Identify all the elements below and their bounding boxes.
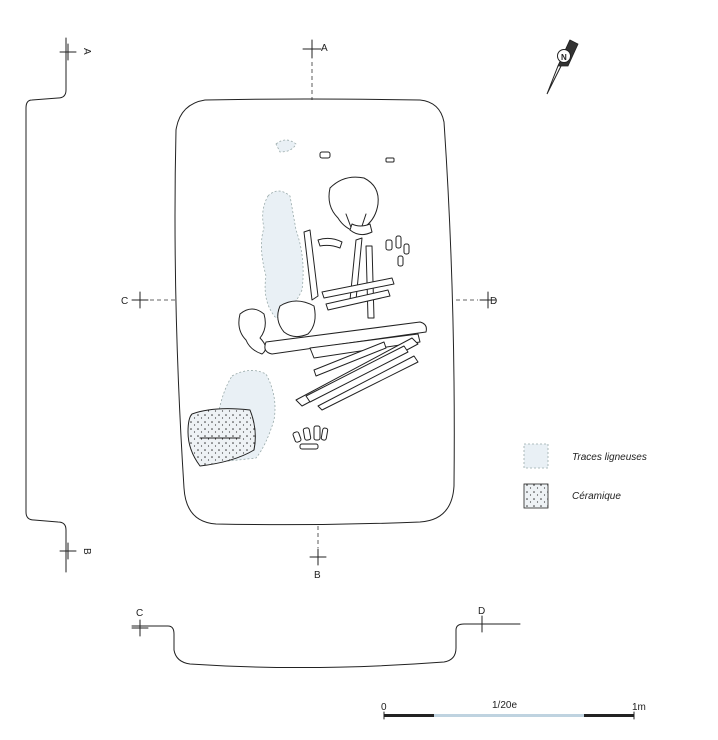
pelvis	[277, 300, 316, 338]
section-line-d-mid	[456, 291, 497, 309]
label-b-left: B	[81, 548, 92, 555]
label-a-top: A	[321, 43, 328, 54]
scale-bar: 0 1/20e 1m	[381, 700, 646, 720]
legend: Traces ligneuses Céramique	[523, 443, 647, 509]
north-arrow-icon: N	[546, 39, 579, 95]
profile-ab: A B	[25, 37, 92, 573]
legend-label-ceramic: Céramique	[572, 491, 621, 502]
north-letter: N	[561, 53, 567, 62]
label-d-mid: D	[490, 296, 497, 307]
scale-label-ratio: 1/20e	[492, 700, 517, 711]
label-c-mid: C	[121, 296, 128, 307]
legend-label-wood: Traces ligneuses	[572, 452, 647, 463]
legend-swatch-ceramic	[523, 483, 549, 509]
profile-cd: C D	[131, 606, 521, 669]
ceramic-deposit	[187, 408, 256, 467]
crosshair-c-profile	[131, 619, 149, 637]
crosshair-b-left	[59, 542, 77, 560]
femur	[264, 321, 427, 355]
crosshair-a-left	[59, 43, 77, 61]
section-line-b-bottom	[309, 526, 327, 566]
scale-label-end: 1m	[632, 702, 646, 713]
pit-outline	[174, 98, 455, 526]
humerus	[303, 229, 319, 301]
scale-label-start: 0	[381, 702, 387, 713]
section-line-c-mid	[131, 291, 176, 309]
legend-swatch-wood	[523, 443, 549, 469]
skeleton	[238, 151, 427, 450]
label-a-left: A	[81, 48, 92, 55]
label-d-profile: D	[478, 606, 485, 617]
hand-bones	[385, 235, 410, 267]
foot-bones	[292, 425, 329, 450]
section-line-a-top	[302, 39, 322, 100]
label-b-bottom: B	[314, 570, 321, 581]
crosshair-d-profile	[473, 615, 491, 633]
label-c-profile: C	[136, 608, 143, 619]
skull	[328, 176, 379, 233]
